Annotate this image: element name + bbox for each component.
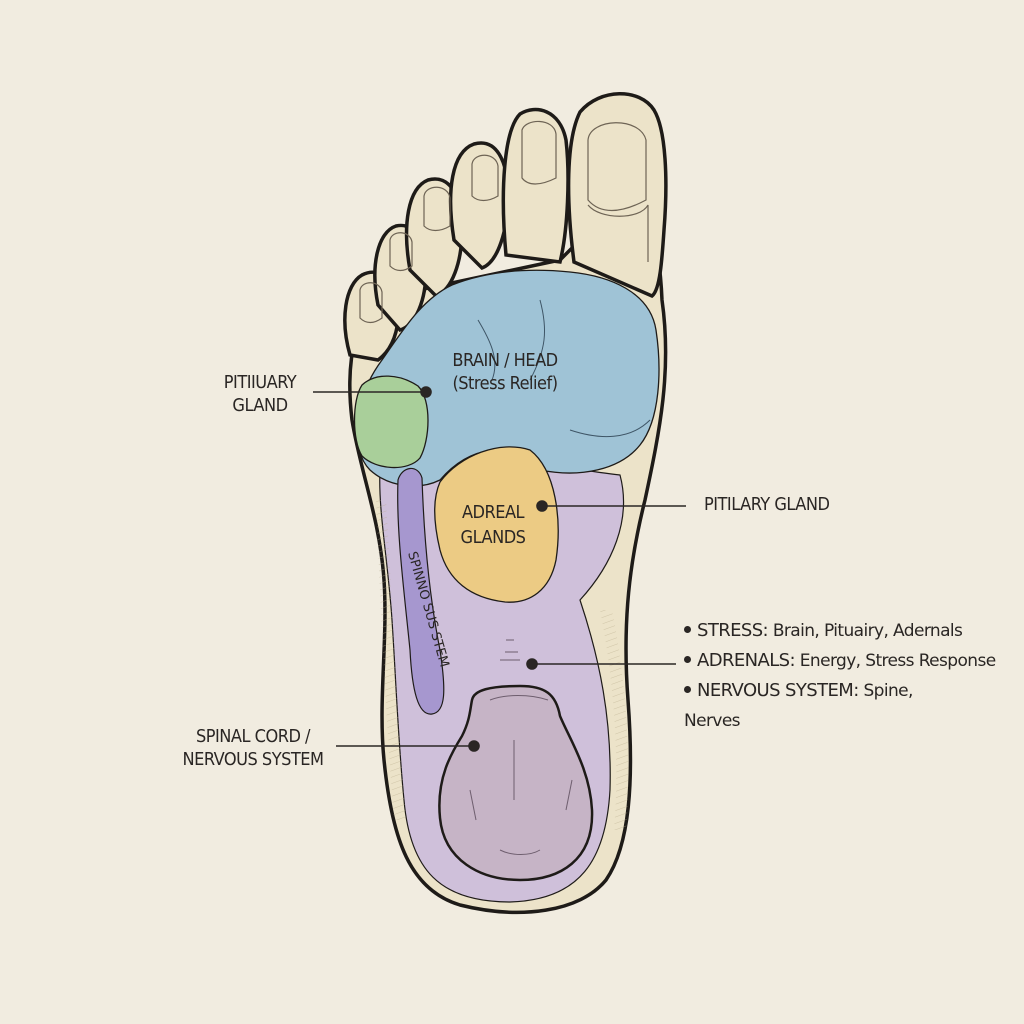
legend-key: STRESS: <box>697 620 769 641</box>
callout-text: NERVOUS SYSTEM <box>182 748 324 770</box>
zone-subtitle: (Stress Relief) <box>452 372 558 394</box>
toe-big <box>566 92 668 299</box>
sole-marks <box>500 639 520 661</box>
zone-title: ADREAL <box>461 502 525 523</box>
toe-bone-lines <box>359 120 649 324</box>
brain-head-label: BRAIN / HEAD (Stress Relief) <box>430 350 580 395</box>
bullet-icon <box>684 625 691 633</box>
spinal-cord-callout: SPINAL CORD / NERVOUS SYSTEM <box>168 726 338 771</box>
legend-item-stress: STRESS: Brain, Pituairy, Adernals <box>684 616 996 646</box>
bullet-icon <box>684 685 691 693</box>
heel-hatching <box>469 695 573 855</box>
shading <box>376 500 406 820</box>
legend-key: ADRENALS: <box>697 650 796 671</box>
bullet-icon <box>684 655 691 663</box>
legend: STRESS: Brain, Pituairy, Adernals ADRENA… <box>684 616 996 736</box>
legend-value: Brain, Pituairy, Adernals <box>772 621 963 641</box>
pituitary-zone <box>353 375 429 469</box>
spine-strip <box>397 467 445 715</box>
pituitary-right-callout: PITILARY GLAND <box>704 494 830 517</box>
legend-value: Spine, <box>863 681 913 701</box>
heel-pad <box>438 684 594 882</box>
toes <box>343 92 668 362</box>
shading <box>600 610 629 830</box>
zone-title: BRAIN / HEAD <box>452 350 558 371</box>
callout-lines <box>313 386 686 752</box>
legend-key: NERVOUS SYSTEM: <box>697 680 859 701</box>
brain-contour-lines <box>477 299 651 438</box>
callout-text: PITILARY GLAND <box>704 494 830 515</box>
callout-text: GLAND <box>232 394 288 416</box>
legend-value: Energy, Stress Response <box>799 651 996 671</box>
adrenal-zone <box>434 446 559 603</box>
legend-item-nervous: NERVOUS SYSTEM: Spine, <box>684 676 996 706</box>
callout-text: PITIIUARY <box>223 372 297 393</box>
toe-2b <box>501 107 570 264</box>
brain-head-zone <box>356 269 660 487</box>
toe-2 <box>448 141 510 271</box>
legend-value: Nerves <box>684 711 741 731</box>
adrenal-label: ADREAL GLANDS <box>448 500 538 550</box>
legend-item-adrenals: ADRENALS: Energy, Stress Response <box>684 646 996 676</box>
zone-title: GLANDS <box>460 527 526 549</box>
legend-item-nervous-continuation: Nerves <box>684 706 996 736</box>
pituitary-left-callout: PITIIUARY GLAND <box>210 372 310 417</box>
callout-text: SPINAL CORD / <box>195 726 311 747</box>
